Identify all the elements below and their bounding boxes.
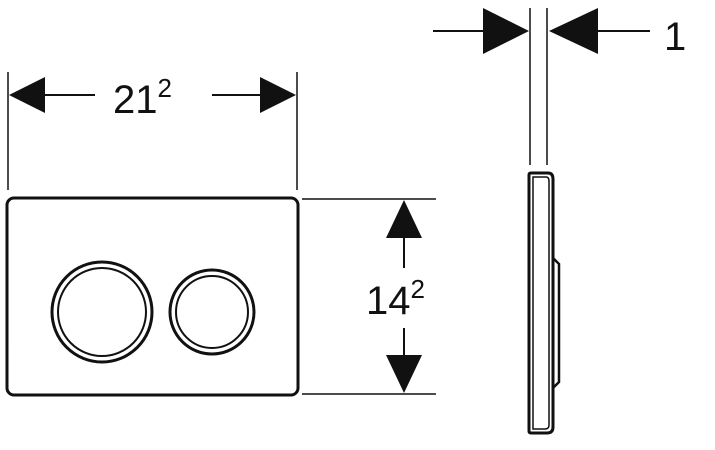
large-flush-button-outer-ring (50, 260, 154, 364)
height-arrowhead-bottom (386, 355, 422, 393)
front-view (5, 196, 300, 397)
width-arrowhead-left (9, 77, 45, 113)
width-label-superscript: 2 (158, 73, 172, 103)
width-label: 212 (113, 73, 172, 122)
thickness-arrowhead-right (549, 8, 598, 54)
side-button-protrusion (552, 257, 561, 389)
width-label-value: 21 (113, 78, 158, 122)
side-view (527, 171, 561, 435)
plate-outline (5, 196, 300, 397)
height-label-superscript: 2 (411, 274, 425, 304)
thickness-label: 1 (664, 15, 686, 59)
thickness-dimension: 1 (433, 8, 686, 165)
side-profile-inner (532, 176, 550, 430)
small-flush-button-outer-ring (168, 268, 256, 356)
side-profile-outer (527, 171, 555, 435)
small-flush-button-inner-ring (175, 275, 249, 349)
large-flush-button-inner-ring (57, 267, 147, 357)
height-arrowhead-top (386, 200, 422, 238)
width-dimension: 212 (7, 72, 298, 190)
width-arrowhead-right (260, 77, 296, 113)
height-label-value: 14 (366, 279, 411, 323)
height-label: 142 (366, 274, 425, 323)
thickness-arrowhead-left (483, 8, 529, 54)
height-dimension: 142 (302, 198, 436, 395)
